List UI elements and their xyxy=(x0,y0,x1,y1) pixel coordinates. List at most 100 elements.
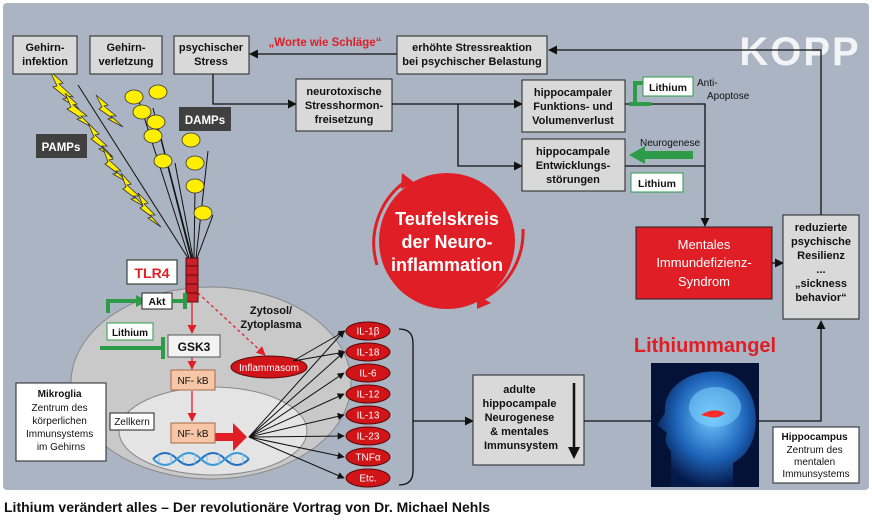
damp-dot xyxy=(185,178,205,194)
box-gehirnverletzung: Gehirn-verletzung xyxy=(89,35,163,75)
svg-text:NF- kB: NF- kB xyxy=(177,376,208,387)
svg-text:adulte hippocampale: adulte hippocampale Neurogenese & mental… xyxy=(482,384,559,452)
diagram-panel: KOPP xyxy=(3,3,869,490)
lightning-icon xyxy=(137,192,162,228)
box-adulte-neurogenese: adulte hippocampale Neurogenese & mental… xyxy=(472,374,585,466)
svg-text:Gehirn-verletzung: Gehirn-verletzung xyxy=(98,42,153,68)
cytokine-bracket xyxy=(398,328,414,486)
inflammasom-arrow xyxy=(292,330,346,362)
arrow-funktion-mentales xyxy=(625,103,710,227)
tlr4-label-box: TLR4 xyxy=(126,259,178,285)
quote-label: „Worte wie Schläge“ xyxy=(269,37,382,49)
lithiummangel-title: Lithiummangel xyxy=(634,335,776,357)
arrow-head-resilienz xyxy=(743,320,826,422)
damp-dot xyxy=(124,89,144,105)
arrow-nfkb-transcription xyxy=(215,423,247,451)
cytokine-label: TNFα xyxy=(355,453,380,464)
cytokine-ellipse xyxy=(345,342,391,362)
lightning-icon xyxy=(64,92,94,129)
damp-dot xyxy=(132,104,152,120)
svg-text:TLR4: TLR4 xyxy=(135,265,170,281)
cytokine-ellipse xyxy=(345,384,391,404)
akt-label: Akt xyxy=(149,296,166,308)
cytokine-arrow xyxy=(248,436,345,460)
nfkb-nucleus-box: NF- kB xyxy=(170,422,216,444)
tlr4-receptor xyxy=(185,257,199,303)
lightning-bolts xyxy=(49,70,162,228)
lithium-inhibitor-apoptose: Lithium Anti-Apoptose xyxy=(629,76,750,106)
cycle-arc-right xyxy=(482,228,525,301)
cytokine-arrow xyxy=(248,432,345,440)
cytokine-label: IL-23 xyxy=(357,432,380,443)
svg-text:PAMPs: PAMPs xyxy=(42,142,81,154)
gsk3-box: GSK3 xyxy=(167,334,221,358)
neurogenese-input: Neurogenese Lithium xyxy=(629,138,700,193)
cycle-arc-left xyxy=(372,177,410,266)
arrow-neurotox-entwicklung xyxy=(457,104,523,171)
damp-dot xyxy=(185,155,205,171)
pamps-label-box: PAMPs xyxy=(36,134,87,158)
svg-text:Gehirn-infektion: Gehirn-infektion xyxy=(22,42,68,68)
lightning-icon xyxy=(49,70,80,110)
anti-apoptose-label: Anti-Apoptose xyxy=(697,78,750,102)
cytokine-label: IL-12 xyxy=(357,390,380,401)
nfkb-cytosol-box: NF- kB xyxy=(170,369,216,391)
cycle-arrowhead-left xyxy=(401,173,415,189)
cytokine-arrow xyxy=(248,372,345,438)
ligand-line xyxy=(137,97,190,259)
head-hippocampus-image xyxy=(651,363,759,487)
damp-dot xyxy=(146,114,166,130)
damp-dots xyxy=(124,84,213,221)
ligand-line xyxy=(196,214,214,259)
lightning-icon xyxy=(95,94,124,128)
cytokine-ellipse xyxy=(345,447,391,467)
video-caption[interactable]: Lithium verändert alles – Der revolution… xyxy=(4,499,490,515)
cytokine-arrow xyxy=(248,436,345,479)
ligand-line xyxy=(77,84,189,259)
lithium-label: Lithium xyxy=(638,178,676,190)
cytokine-ellipse xyxy=(345,363,391,383)
lithium-gsk3-inhibition: Lithium xyxy=(100,322,165,359)
cytokine-label: Etc. xyxy=(359,474,376,485)
svg-text:NF- kB: NF- kB xyxy=(177,429,208,440)
ligand-line xyxy=(193,187,196,259)
cytokine-arrow xyxy=(248,351,345,438)
down-arrowhead-icon xyxy=(568,447,580,459)
cytokine-arrow xyxy=(248,413,345,438)
zellkern-label-box: Zellkern xyxy=(109,412,155,431)
lightning-icon xyxy=(87,122,114,158)
svg-text:Inflammasom: Inflammasom xyxy=(239,363,299,374)
damp-dot xyxy=(143,128,163,144)
kopp-logo: KOPP xyxy=(739,30,860,74)
feedback-arrow-top xyxy=(548,45,822,215)
inflammasom-arrow xyxy=(292,349,346,362)
damp-dot xyxy=(193,205,213,221)
lithium-label: Lithium xyxy=(112,328,148,339)
dna-helix-icon xyxy=(152,452,250,466)
diagram-canvas: KOPP xyxy=(12,30,860,488)
cytokine-label: IL-13 xyxy=(357,411,380,422)
akt-inhibition: Akt xyxy=(106,292,187,313)
damp-dot xyxy=(181,132,201,148)
zytosol-label: Zytosol/Zytoplasma xyxy=(240,305,302,331)
connector-lines xyxy=(212,45,826,486)
damps-label-box: DAMPs xyxy=(179,107,231,131)
svg-text:DAMPs: DAMPs xyxy=(185,115,225,127)
